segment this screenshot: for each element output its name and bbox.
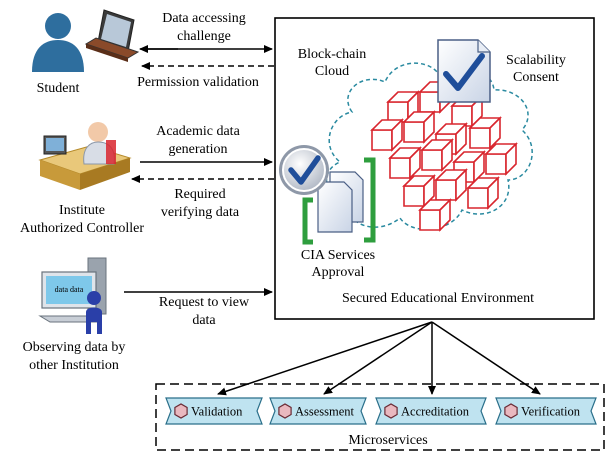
block-cube [420,138,454,172]
student-icon [32,13,84,72]
flow-label: Request to view [159,295,250,310]
microservices-title: Microservices [348,433,427,448]
microservice-label: Assessment [295,405,355,419]
cloud-label: Block-chain [298,47,366,62]
block-cube [388,146,422,180]
flow-label: generation [168,142,227,157]
microservices-border [155,383,605,451]
observer-label: other Institution [29,358,119,373]
flow-label: Academic data [156,124,240,139]
block-cube [468,116,502,150]
cia-approval-icon [279,145,376,245]
controller-label: Institute [59,203,105,218]
hexagon-icon [384,403,398,419]
block-cube [418,198,452,232]
microservice-label: Validation [191,405,243,419]
microservice-item[interactable]: Assessment [269,397,367,425]
block-cube [484,142,518,176]
cia-label: CIA Services [301,248,375,263]
cia-label: Approval [312,265,365,280]
student-label: Student [37,81,80,96]
controller-desk-icon [38,122,132,190]
scalability-document-icon [437,39,491,103]
hexagon-icon [174,403,188,419]
hexagon-icon [504,403,518,419]
screen-text: data data [55,285,84,294]
block-cube [434,168,468,202]
block-cube [370,118,404,152]
microservice-item[interactable]: Validation [165,397,263,425]
hexagon-icon [278,403,292,419]
controller-label: Authorized Controller [20,221,144,236]
laptop-icon [84,9,140,62]
microservice-label: Accreditation [401,405,470,419]
microservice-item[interactable]: Accreditation [375,397,487,425]
microservice-label: Verification [521,405,581,419]
microservice-item[interactable]: Verification [495,397,597,425]
observer-computer-icon: data data [38,257,107,334]
microservices-list: Validation Assessment Accreditation Verific… [165,397,597,425]
cloud-label: Cloud [315,64,349,79]
environment-title: Secured Educational Environment [342,291,534,306]
block-cube [466,176,500,210]
block-cube [402,110,436,144]
flow-label: Data accessing [162,11,246,26]
flow-label: challenge [177,29,231,44]
flow-label: verifying data [161,205,240,220]
scalability-label: Consent [513,70,559,85]
flow-label: Required [174,187,225,202]
scalability-label: Scalability [506,53,566,68]
block-cube [402,174,436,208]
observer-label: Observing data by [23,340,126,355]
fanout-arrow [431,321,541,395]
blockchain-cubes [370,80,518,232]
flow-label: data [192,313,216,328]
fanout-arrow [323,321,433,395]
flow-label: Permission validation [137,75,259,90]
fanout-arrow [217,321,433,396]
